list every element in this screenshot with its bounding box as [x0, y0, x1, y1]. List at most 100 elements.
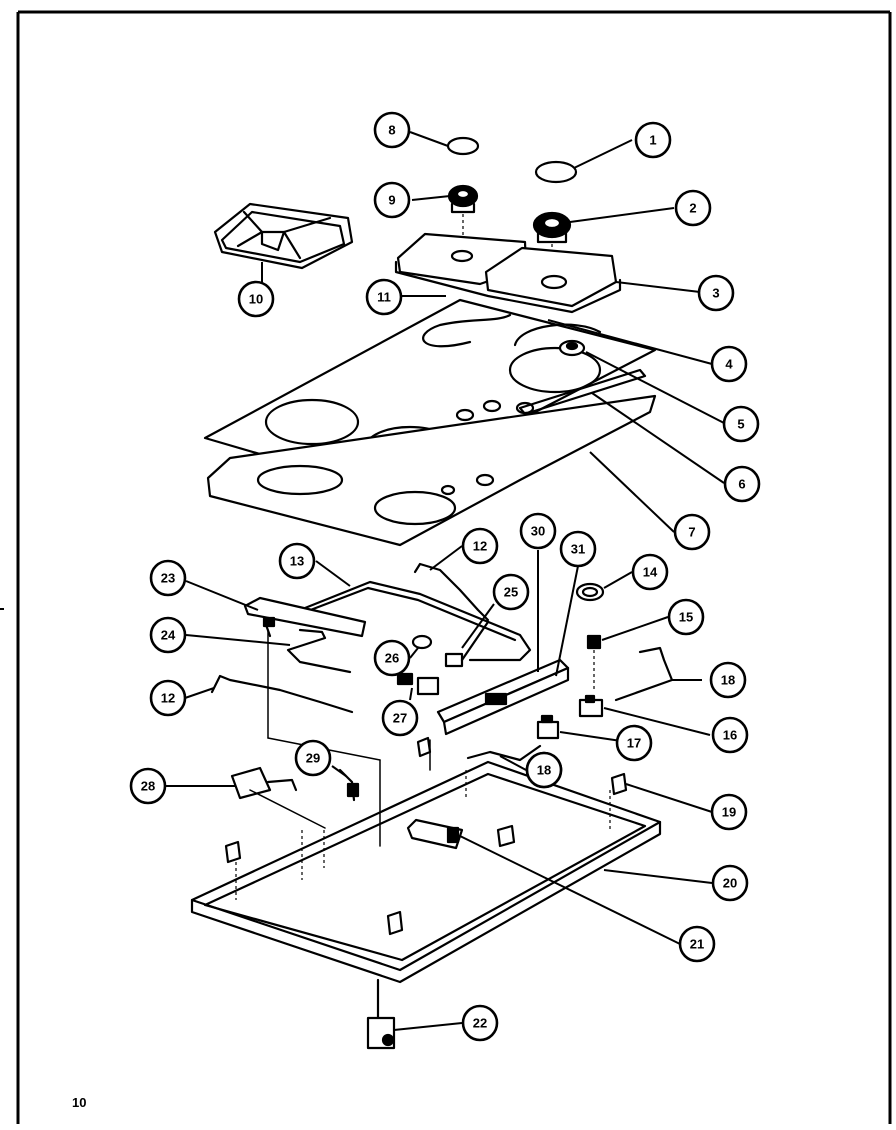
callout-label: 9 [388, 193, 395, 208]
callout-label: 25 [504, 585, 518, 600]
callout-25: 25 [492, 573, 530, 611]
callout-label: 4 [725, 357, 733, 372]
callout-27: 27 [381, 699, 419, 737]
callout-circle [674, 189, 712, 227]
callout-20: 20 [711, 864, 749, 902]
spark-module [406, 818, 464, 850]
callout-circle [525, 751, 563, 789]
callout-label: 11 [377, 290, 391, 305]
callout-label: 5 [737, 417, 744, 432]
gas-tube-center [466, 744, 542, 762]
callout-circle [149, 679, 187, 717]
callout-5: 5 [722, 405, 760, 443]
callout-8: 8 [373, 111, 411, 149]
callout-circle [559, 530, 597, 568]
callout-label: 16 [723, 728, 737, 743]
callout-label: 17 [627, 736, 641, 751]
knob-ring [575, 582, 605, 602]
callout-1: 1 [634, 121, 672, 159]
callout-label: 12 [473, 539, 487, 554]
callout-label: 22 [473, 1016, 487, 1031]
callout-label: 26 [385, 651, 399, 666]
callout-label: 20 [723, 876, 737, 891]
burner-supply-tube [286, 628, 352, 674]
callout-12: 12 [461, 527, 499, 565]
callout-circle [709, 661, 747, 699]
callout-18: 18 [525, 751, 563, 789]
grommet [558, 339, 586, 357]
pan-bracket-left [224, 840, 242, 864]
callout-circle [294, 739, 332, 777]
callout-circle [373, 181, 411, 219]
valve-25 [444, 620, 490, 668]
callout-31: 31 [559, 530, 597, 568]
callout-label: 29 [306, 751, 320, 766]
callout-circle [149, 616, 187, 654]
callout-label: 21 [690, 937, 704, 952]
callout-23: 23 [149, 559, 187, 597]
corner-clip [610, 772, 628, 796]
pan-bracket-bottom [386, 910, 404, 936]
callout-11: 11 [365, 278, 403, 316]
callout-18: 18 [709, 661, 747, 699]
callout-label: 1 [649, 133, 656, 148]
callout-label: 27 [393, 711, 407, 726]
edge-mark [0, 608, 4, 610]
callout-circle [631, 553, 669, 591]
callout-7: 7 [673, 513, 711, 551]
pan-clip [416, 736, 432, 758]
callouts: 1234567891011121213141516161718181920212… [129, 111, 761, 1042]
callout-label: 3 [712, 286, 719, 301]
callout-28: 28 [129, 767, 167, 805]
callout-14: 14 [631, 553, 669, 591]
callout-15: 15 [667, 598, 705, 636]
callout-label: 30 [531, 524, 545, 539]
valve-rail [436, 658, 570, 736]
callout-label: 7 [688, 525, 695, 540]
small-burner-head [447, 184, 479, 244]
pan-bracket-right [496, 824, 516, 848]
valve-26 [411, 634, 433, 650]
callout-circle [461, 527, 499, 565]
callout-circle [373, 111, 411, 149]
callout-label: 10 [249, 292, 263, 307]
spark-switch [586, 634, 602, 692]
callout-16: 16 [711, 716, 749, 754]
page-frame [16, 10, 892, 1124]
callout-19: 19 [710, 793, 748, 831]
callout-circle [711, 864, 749, 902]
callout-13: 13 [278, 542, 316, 580]
burner-grate [213, 202, 354, 270]
callout-circle [634, 121, 672, 159]
callout-circle [615, 724, 653, 762]
large-burner-cap [534, 160, 578, 184]
gas-tube-lower [210, 674, 354, 714]
gas-tube-right [614, 646, 674, 702]
callout-26: 26 [373, 639, 411, 677]
callout-circle [278, 542, 316, 580]
callout-label: 8 [388, 123, 395, 138]
callout-circle [373, 639, 411, 677]
valve-27 [396, 672, 440, 696]
manifold-tube [298, 580, 532, 662]
callout-circle [710, 345, 748, 383]
callout-circle [711, 716, 749, 754]
callout-9: 9 [373, 181, 411, 219]
callout-circle [667, 598, 705, 636]
callout-label: 19 [722, 805, 736, 820]
gas-tube-upper [413, 562, 490, 622]
callout-circle [519, 512, 557, 550]
callout-circle [723, 465, 761, 503]
callout-12: 12 [149, 679, 187, 717]
callout-circle [697, 274, 735, 312]
callout-30: 30 [519, 512, 557, 550]
bottom-pan [190, 760, 662, 984]
gas-valve-right [578, 694, 604, 718]
manifold-bracket [243, 596, 367, 638]
gas-valve-center [536, 714, 560, 740]
callout-circle [381, 699, 419, 737]
callout-label: 2 [689, 201, 696, 216]
callout-10: 10 [237, 280, 275, 318]
callout-label: 31 [571, 542, 585, 557]
callout-circle [149, 559, 187, 597]
